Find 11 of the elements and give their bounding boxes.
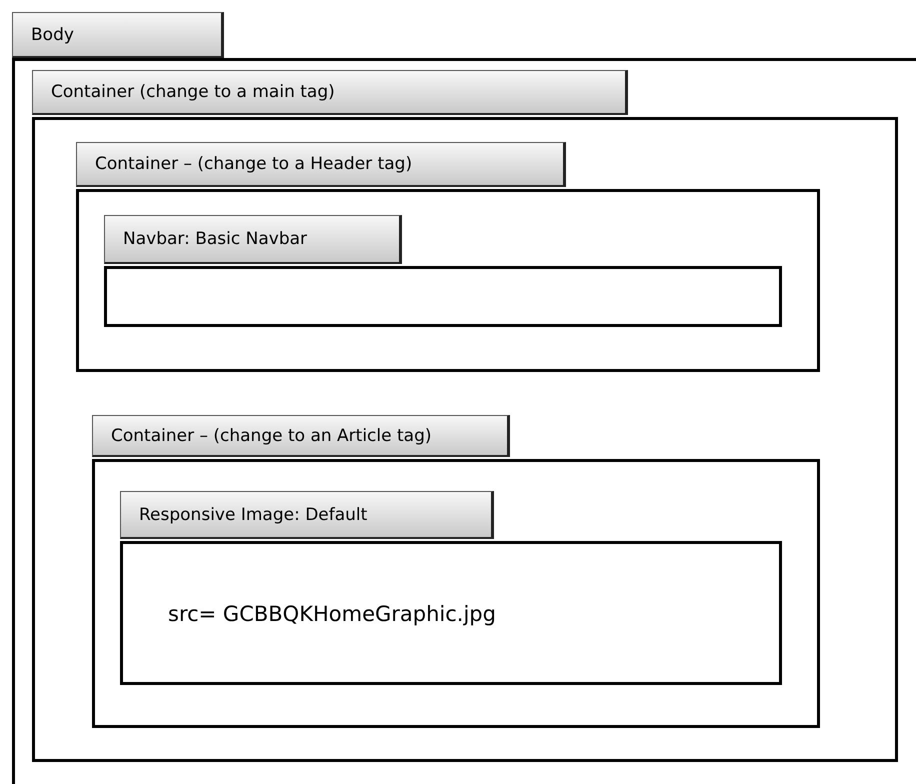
tab-label: Container (change to a main tag) (32, 70, 628, 115)
container-frame (76, 189, 820, 372)
tab-label: Container – (change to an Article tag) (92, 415, 510, 457)
tab-label: Responsive Image: Default (120, 491, 494, 539)
container-frame (120, 541, 782, 685)
tab-label: Navbar: Basic Navbar (104, 215, 402, 264)
container-frame (92, 459, 820, 728)
container-frame (104, 266, 782, 327)
file-name-text: src= GCBBQKHomeGraphic.jpg (168, 602, 496, 626)
tab-label: Container – (change to a Header tag) (76, 142, 566, 187)
tab-label: Body (12, 12, 224, 58)
